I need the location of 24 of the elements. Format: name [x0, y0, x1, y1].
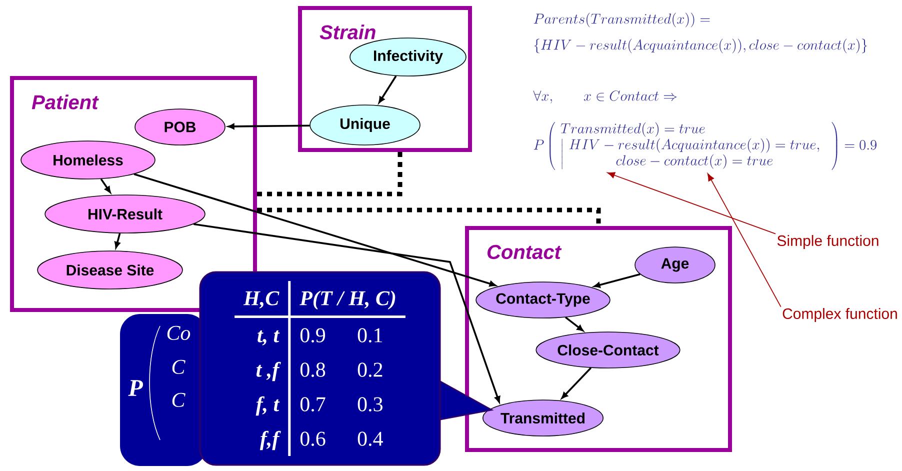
- annotation-text: Complex function: [782, 308, 897, 322]
- arrow: [594, 273, 640, 288]
- arrow: [114, 233, 121, 248]
- arrow: [561, 367, 592, 399]
- formula: $\forall x, \qquad x \in Contact \Rightarrow$: [533, 90, 677, 104]
- probability-table-callout: H,C P(T / H, C) t, t 0.9 0.1 t ,f 0.8 0.2 f, t 0.7 0.3 f,f 0.6 0.4: [199, 271, 494, 466]
- arrow: [565, 316, 584, 332]
- arrow: [228, 124, 310, 130]
- formula-card: P Co C C: [120, 314, 207, 466]
- node-label: P: [128, 380, 144, 396]
- arrow: [378, 76, 397, 103]
- arrow: [134, 173, 496, 287]
- formula: $Parents(Transmitted(x)) =$: [534, 12, 710, 28]
- plate-link: [257, 152, 402, 196]
- leader-line: [607, 172, 776, 234]
- formula: $P\left(\begin{array}{l}Transmitted(x)=true\\ \left|\begin{array}{c}HIV-result(Acquaintance(x))=true,\\ close-contact(x)=true\end{array}\right.\end{array}\right)=0.9$: [534, 122, 876, 170]
- node-label: C: [172, 360, 186, 374]
- node-label: C: [172, 392, 186, 408]
- node-label: Co: [167, 326, 190, 340]
- formula: $\{HIV - result(Acquaintance(x)), close - contact(x)\}$: [534, 38, 868, 54]
- leader-line: [707, 173, 782, 308]
- arrow: [100, 178, 111, 193]
- annotation-text: Simple function: [777, 235, 878, 249]
- arrow: [193, 223, 500, 402]
